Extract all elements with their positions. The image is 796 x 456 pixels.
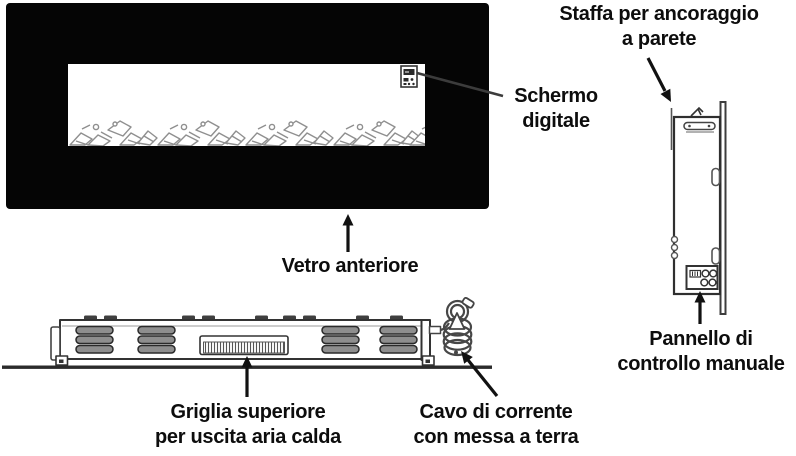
digital-display-icon <box>400 65 418 88</box>
label-top-grille: Griglia superiore per uscita aria calda <box>118 400 378 450</box>
arrow-to-top-grille <box>241 356 253 397</box>
fireplace-side-view <box>670 101 727 315</box>
label-line: Pannello di <box>649 328 753 350</box>
label-line: con messa a terra <box>413 426 579 448</box>
label-line: per uscita aria calda <box>154 426 342 448</box>
power-cord-coil <box>440 296 475 357</box>
label-line: Staffa per ancoraggio <box>559 3 759 25</box>
label-line: Cavo di corrente <box>419 401 573 423</box>
arrow-to-front-glass <box>342 214 354 252</box>
wall-bracket <box>683 121 716 133</box>
leader-digital-screen <box>416 71 504 98</box>
label-front-glass: Vetro anteriore <box>240 254 460 279</box>
label-wall-bracket: Staffa per ancoraggio a parete <box>509 2 796 52</box>
arrow-to-power-cord <box>461 351 499 398</box>
label-control-panel: Pannello di controllo manuale <box>601 327 796 377</box>
arrow-to-control-panel <box>694 291 706 324</box>
label-line: a parete <box>621 28 697 50</box>
label-line: Schermo <box>514 85 598 107</box>
label-digital-screen: Schermo digitale <box>481 84 631 134</box>
front-glass-window <box>68 64 425 146</box>
label-line: digitale <box>522 110 590 132</box>
manual-control-panel <box>685 265 719 290</box>
arrow-to-wall-bracket <box>646 57 671 102</box>
label-line: Griglia superiore <box>170 401 326 423</box>
air-vents <box>75 325 418 354</box>
label-power-cord: Cavo di corrente con messa a terra <box>376 400 616 450</box>
label-line: controllo manuale <box>617 353 785 375</box>
callout-arrows <box>241 57 706 398</box>
fireplace-top-view <box>2 296 492 369</box>
top-air-grille <box>199 335 289 356</box>
label-line: Vetro anteriore <box>281 255 419 277</box>
